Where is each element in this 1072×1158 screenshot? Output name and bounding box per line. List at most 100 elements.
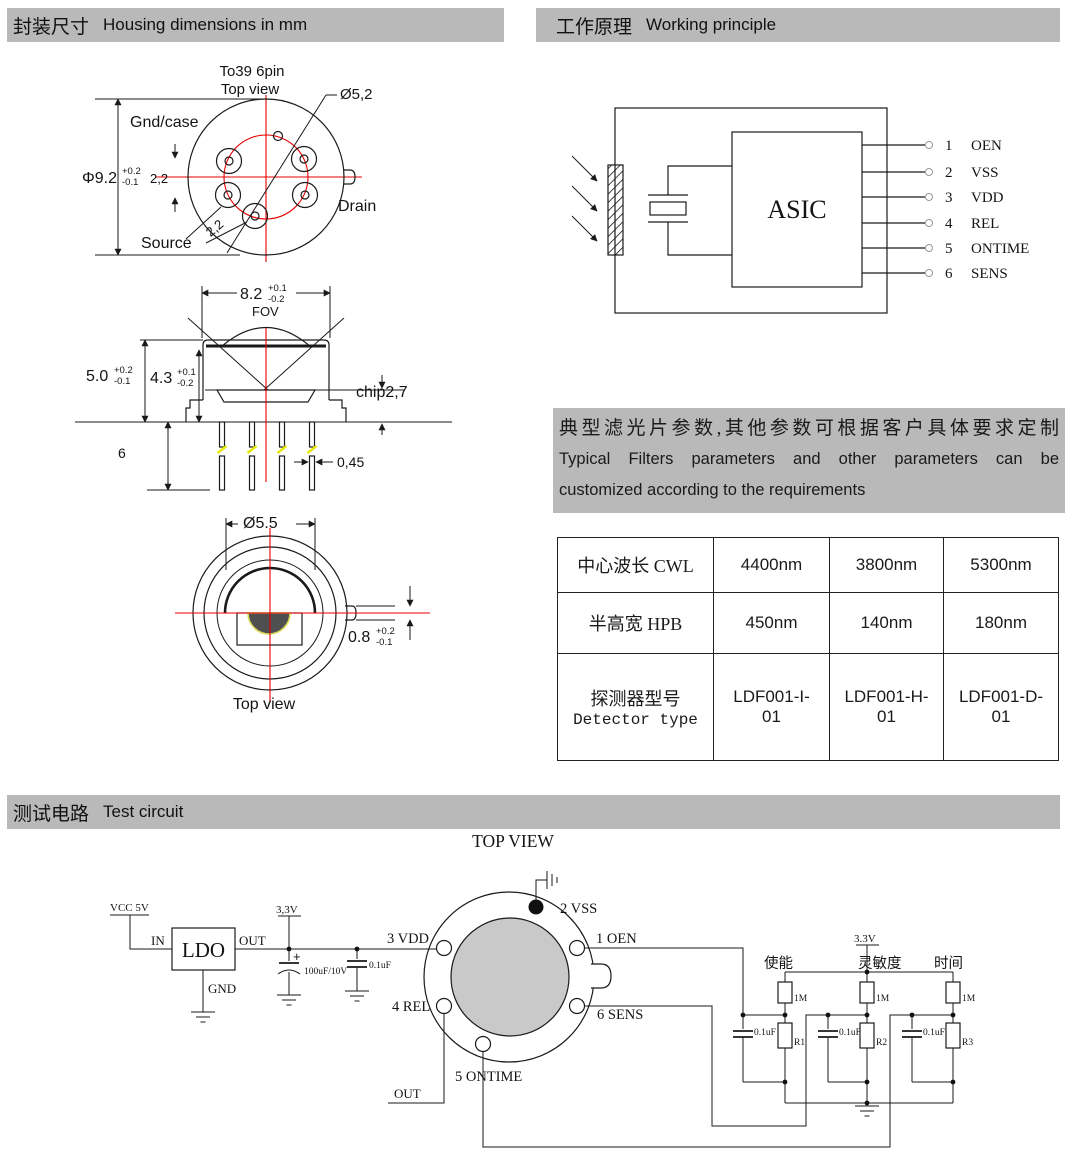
c1-label: 0.1uF	[754, 1028, 776, 1038]
c2-label: 0.1uF	[839, 1028, 861, 1038]
sensor-window	[450, 917, 570, 1037]
note-line-en2: customized according to the requirements	[559, 481, 866, 499]
working-title-en: Working principle	[646, 15, 777, 34]
pin-width-dim: 0,45	[337, 454, 364, 470]
incident-light-arrow	[571, 215, 598, 242]
ldo-gnd-label: GND	[208, 981, 236, 996]
table-cell: 4400nm	[713, 537, 830, 593]
pkg-view-label: Top view	[221, 81, 280, 98]
ldo-out-label: OUT	[239, 933, 266, 948]
phi92-tol-minus: -0.1	[122, 177, 138, 188]
resistor-1m	[859, 981, 875, 1004]
circuit-title: TOP VIEW	[472, 831, 554, 851]
pin-ontime-label: 5 ONTIME	[455, 1069, 522, 1085]
detector-model-suffix: 01	[877, 707, 896, 726]
resistor-1m	[945, 981, 961, 1004]
dim08: 0.8	[348, 629, 370, 646]
sensor-chip	[247, 612, 291, 635]
bias-network: 3.3V 使能 灵敏度 时间 1M R1 0.1uF 1M	[733, 933, 976, 1117]
resistor-r2	[859, 1022, 875, 1049]
can-tab	[343, 169, 356, 185]
package-pins	[214, 130, 319, 230]
side-view-drawing: 8.2 +0.1 -0.2 FOV chip2,7 5.0 +0.2 -0.1 …	[75, 283, 452, 491]
table-cell: 半高宽 HPB	[557, 592, 714, 654]
r1m-label: 1M	[962, 994, 976, 1004]
bulk-cap-label: 100uF/10V	[304, 967, 347, 977]
note-line-zh: 典型滤光片参数,其他参数可根据客户具体要求定制	[559, 418, 1059, 439]
dim43-tol-minus: -0.2	[177, 378, 193, 389]
r3-label: R3	[962, 1038, 973, 1048]
table-cell: LDF001-I- 01	[713, 653, 830, 761]
out-label: OUT	[394, 1086, 421, 1101]
dim08-tol-plus: +0.2	[376, 626, 395, 637]
dim08-tol-minus: -0.1	[376, 637, 392, 648]
ir-filter	[607, 164, 624, 256]
bottom-view-label: Top view	[233, 696, 296, 713]
dim50-tol-plus: +0.2	[114, 365, 133, 376]
pin-vdd	[435, 939, 453, 957]
detector-model-suffix: 01	[762, 707, 781, 726]
ldo-block	[171, 927, 236, 971]
filter-parameters-table: 中心波长 CWL 4400nm 3800nm 5300nm 半高宽 HPB 45…	[557, 537, 1059, 761]
pin-vss-label: 2 VSS	[560, 901, 597, 917]
dim82: 8.2	[240, 286, 262, 303]
test-title-zh: 测试电路	[13, 803, 90, 825]
fov-label: FOV	[252, 304, 279, 319]
pin-num: 4	[945, 216, 953, 232]
dim82-tol-plus: +0.1	[268, 283, 287, 294]
incident-light-arrow	[571, 185, 598, 212]
resistor-1m	[777, 981, 793, 1004]
working-title-zh: 工作原理	[556, 16, 633, 38]
dia55-dim: Ø5.5	[243, 515, 278, 532]
chip-pedestal	[215, 389, 317, 403]
resistor-r3	[945, 1022, 961, 1049]
table-cell: LDF001-H- 01	[829, 653, 944, 761]
lens-top-view-drawing: Ø5.5 0.8 +0.2 -0.1 Top view	[175, 514, 430, 713]
table-cell: 3800nm	[829, 537, 944, 593]
key-diagonal	[226, 94, 327, 254]
pin-num: 5	[945, 241, 953, 257]
note-line-en1: Typical Filters parameters and other par…	[559, 450, 1059, 468]
vcc-label: VCC 5V	[110, 902, 149, 914]
sensor-tab	[591, 963, 612, 989]
resistor-r1	[777, 1022, 793, 1049]
table-cell: 中心波长 CWL	[557, 537, 714, 593]
pin-vdd-label: 3 VDD	[387, 931, 429, 947]
pin-num: 3	[945, 190, 953, 206]
table-cell: 探测器型号 Detector type	[557, 653, 714, 761]
pin-name: ONTIME	[971, 241, 1029, 257]
test-circuit-diagram: TOP VIEW 2 VSS 1 OEN 3 VDD 4 REL 6 SENS …	[110, 831, 976, 1148]
flange-left	[185, 399, 203, 422]
table-cell: 140nm	[829, 592, 944, 654]
pin-oen	[568, 939, 586, 957]
table-row: 半高宽 HPB 450nm 140nm 180nm	[557, 592, 1059, 654]
pin-num: 1	[945, 138, 953, 154]
pitch22-dim: 2,2	[150, 171, 168, 186]
chip-dim: chip2,7	[356, 384, 408, 401]
detector-model-suffix: 01	[991, 707, 1011, 726]
dim43: 4.3	[150, 370, 172, 387]
r2-label: R2	[876, 1038, 887, 1048]
table-cell: LDF001-D- 01	[943, 653, 1059, 761]
detector-model: LDF001-I-	[733, 687, 810, 706]
drain-label: Drain	[338, 198, 376, 215]
pin-leads	[862, 141, 933, 277]
sensor-top-view: 2 VSS 1 OEN 3 VDD 4 REL 6 SENS 5 ONTIME	[387, 871, 643, 1085]
pin-oen-label: 1 OEN	[596, 931, 637, 947]
detector-type-zh: 探测器型号	[590, 689, 681, 709]
dia52-dim: Ø5,2	[340, 86, 373, 103]
table-cell: 450nm	[713, 592, 830, 654]
section-header-working: 工作原理 Working principle	[536, 8, 1060, 42]
asic-label: ASIC	[767, 195, 826, 224]
pyro-element	[648, 165, 732, 256]
working-principle-diagram: ASIC 1 OEN 2 VSS 3 VDD 4 REL 5 ONTIME	[571, 107, 1029, 314]
housing-title-en: Housing dimensions in mm	[103, 15, 308, 34]
pin-vss	[528, 899, 544, 915]
pot-sens-label: 灵敏度	[858, 955, 902, 972]
flange-right	[329, 399, 347, 422]
pin-num: 6	[945, 266, 953, 282]
dim50-tol-minus: -0.1	[114, 376, 130, 387]
table-row: 探测器型号 Detector type LDF001-I- 01 LDF001-…	[557, 653, 1059, 761]
gnd-case-label: Gnd/case	[130, 114, 199, 131]
plus-sign: +	[293, 949, 301, 964]
